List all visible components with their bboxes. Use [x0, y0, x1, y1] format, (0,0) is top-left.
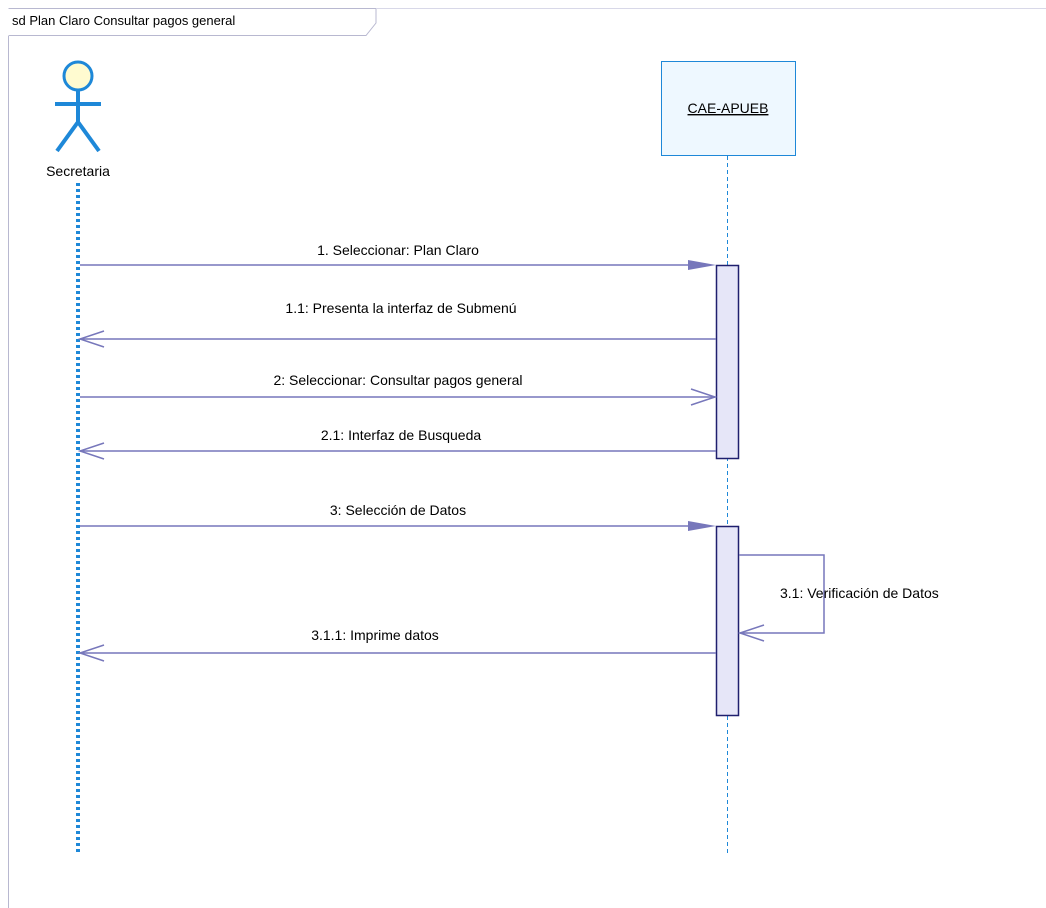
message-3-1-1[interactable]: 3.1.1: Imprime datos	[77, 627, 716, 662]
actor-secretaria[interactable]: Secretaria	[46, 60, 110, 179]
message-1[interactable]: 1. Seleccionar: Plan Claro	[80, 242, 716, 270]
message-1-1-arrowhead-icon	[77, 330, 105, 348]
message-3-1-1-label: 3.1.1: Imprime datos	[311, 627, 439, 643]
message-2[interactable]: 2: Seleccionar: Consultar pagos general	[80, 372, 718, 406]
lifeline-box	[661, 61, 796, 156]
message-2-arrowhead-icon	[690, 388, 718, 406]
activation-bar-2	[715, 525, 740, 717]
message-1-1-label: 1.1: Presenta la interfaz de Submenú	[285, 300, 516, 316]
message-3-label: 3: Selección de Datos	[330, 502, 466, 518]
actor-left-leg	[55, 120, 80, 153]
message-3-1-label: 3.1: Verificación de Datos	[780, 585, 939, 601]
message-2-1[interactable]: 2.1: Interfaz de Busqueda	[77, 427, 716, 460]
actor-head-icon	[62, 60, 94, 92]
message-3[interactable]: 3: Selección de Datos	[80, 502, 716, 531]
lifeline-cae-apueb[interactable]: CAE-APUEB	[661, 61, 796, 156]
message-2-1-arrowhead-icon	[77, 442, 105, 460]
message-2-1-label: 2.1: Interfaz de Busqueda	[321, 427, 482, 443]
actor-name: Secretaria	[46, 163, 110, 179]
actor-right-leg	[76, 120, 101, 153]
message-1-1[interactable]: 1.1: Presenta la interfaz de Submenú	[77, 300, 716, 348]
message-3-1-1-arrowhead-icon	[77, 644, 105, 662]
message-3-1[interactable]: 3.1: Verificación de Datos	[737, 554, 939, 642]
message-1-label: 1. Seleccionar: Plan Claro	[317, 242, 479, 258]
message-2-label: 2: Seleccionar: Consultar pagos general	[273, 372, 522, 388]
message-3-1-arrowhead-icon	[737, 624, 765, 642]
frame-label-outline	[8, 8, 377, 36]
message-1-arrowhead-icon	[688, 260, 716, 270]
message-3-1-line	[739, 554, 825, 634]
message-3-arrowhead-icon	[688, 521, 716, 531]
lifeline-name: CAE-APUEB	[688, 100, 769, 116]
frame-title: sd Plan Claro Consultar pagos general	[12, 13, 236, 28]
activation-bar-1	[715, 264, 740, 460]
